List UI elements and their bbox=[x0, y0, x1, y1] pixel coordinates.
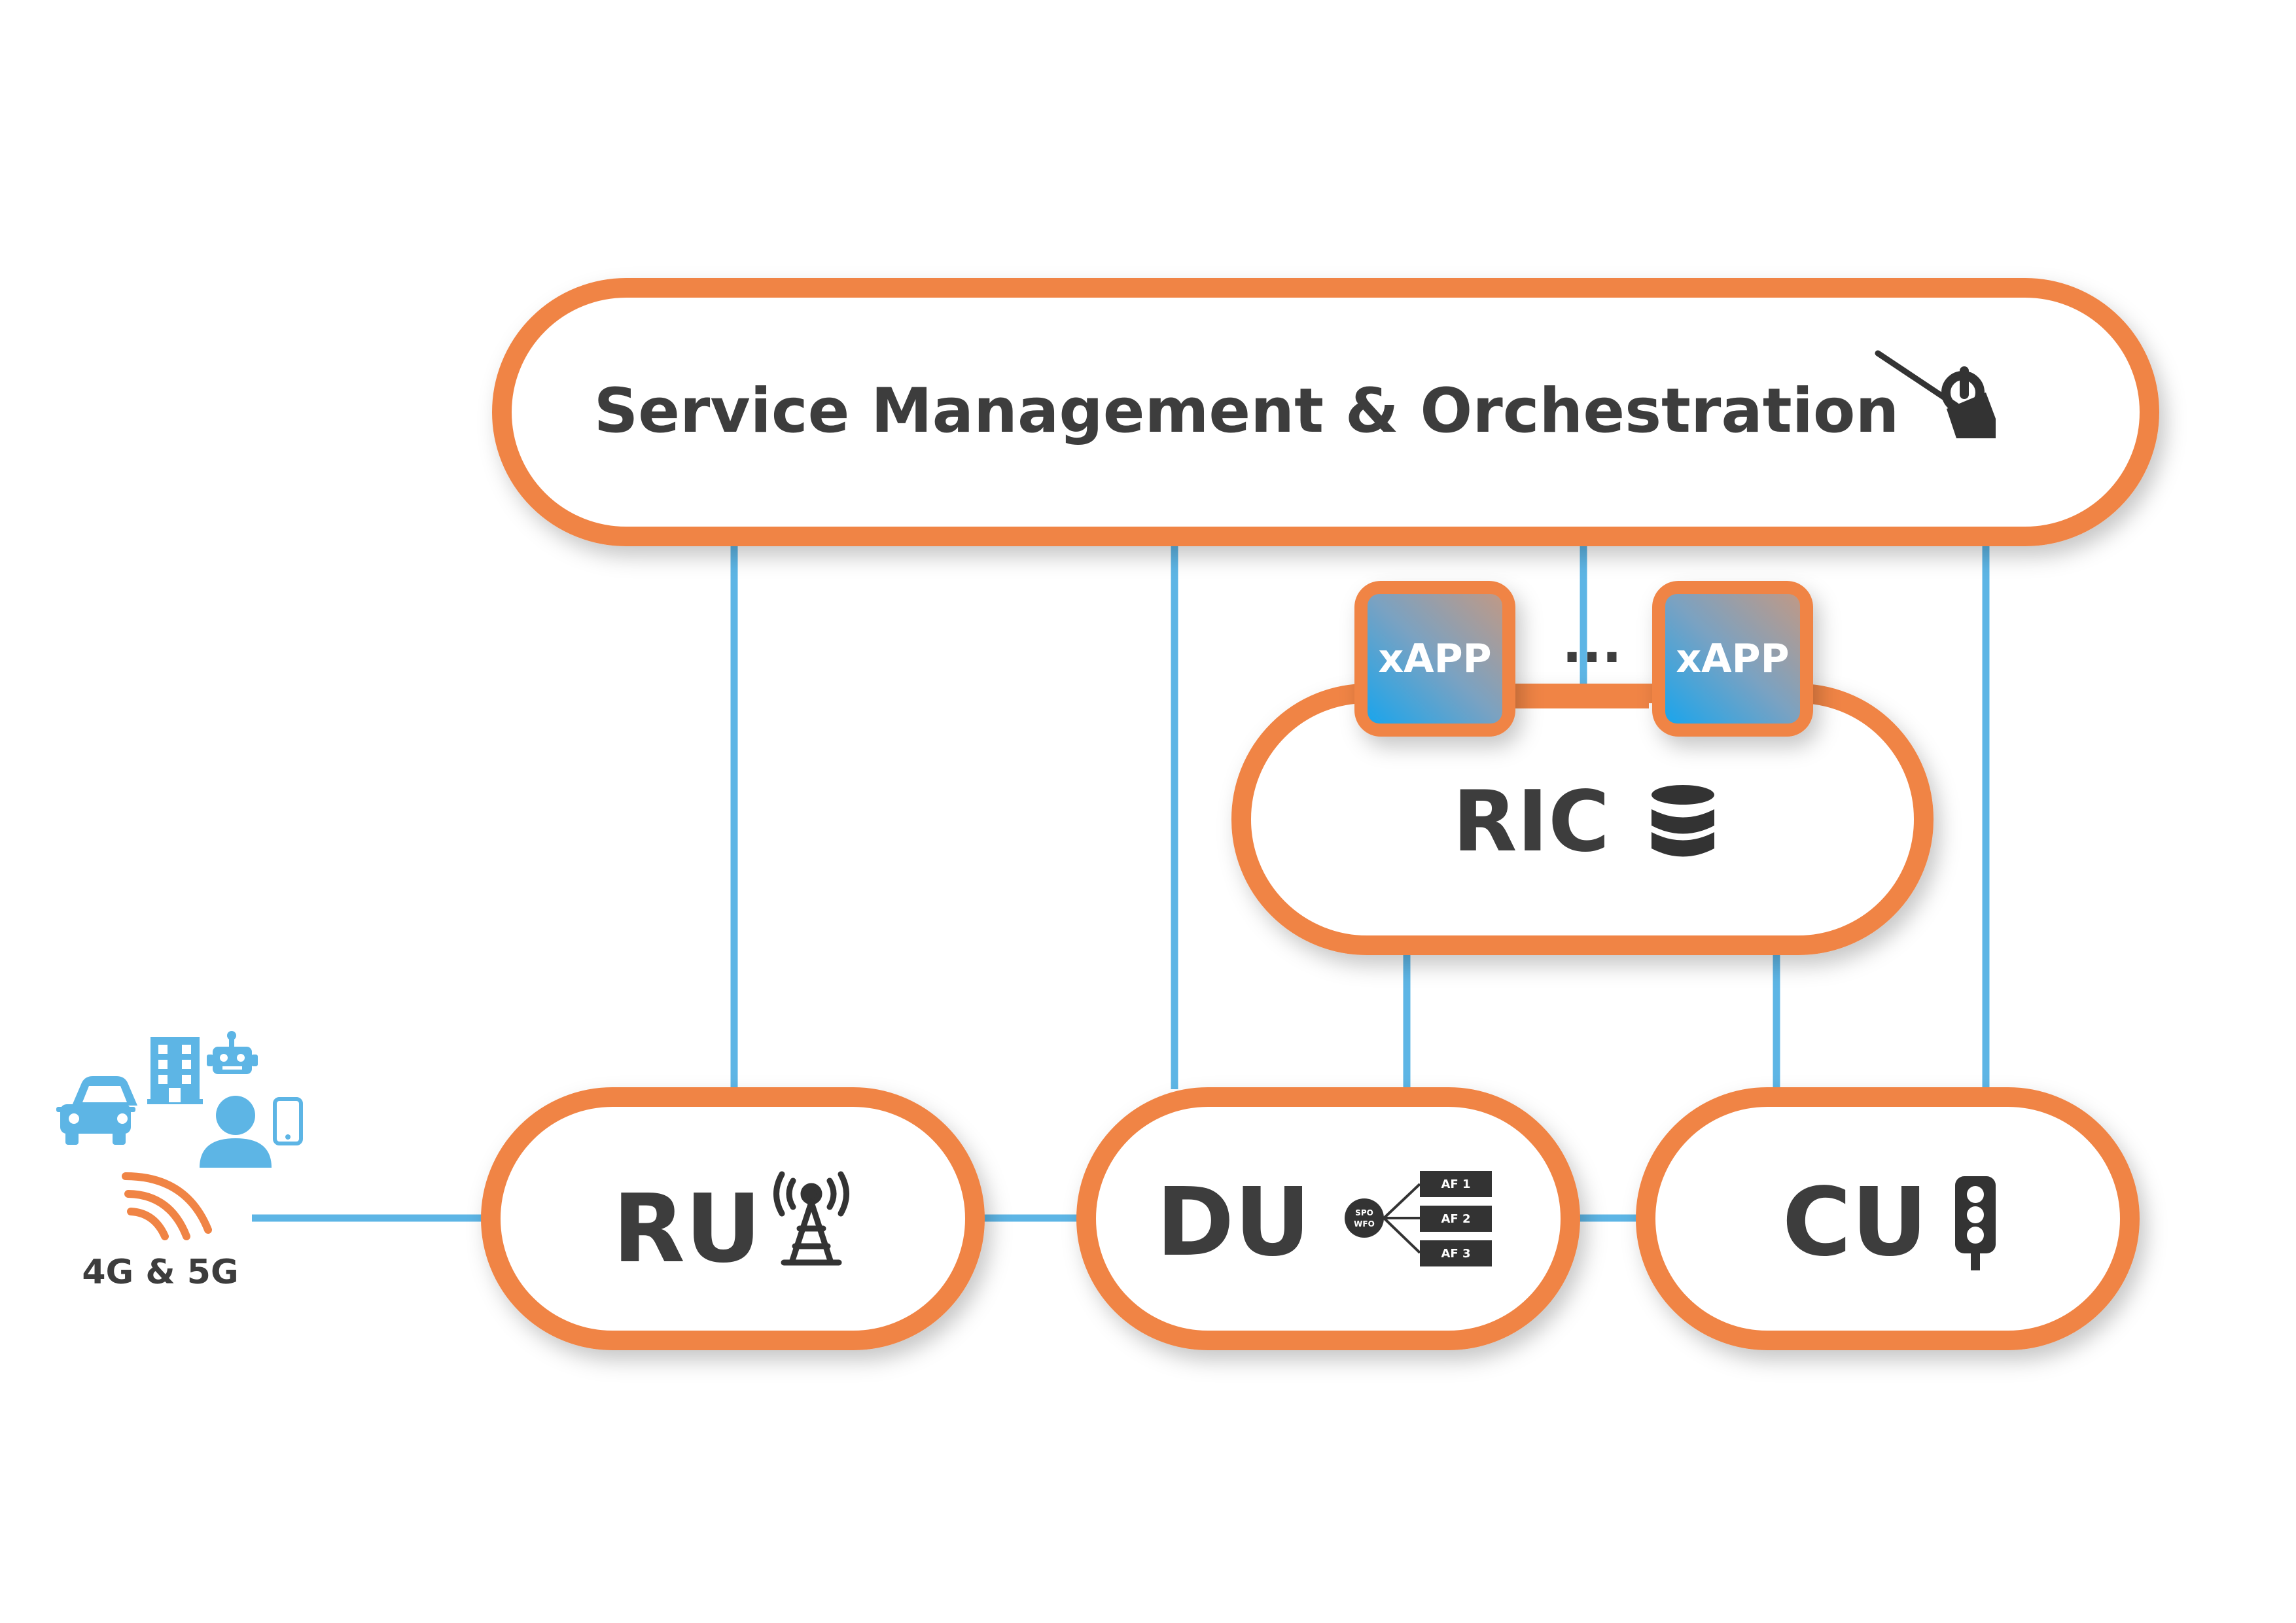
xapp-label-2: xAPP bbox=[1676, 636, 1789, 682]
du-node: DU SPO WFO AF 1 AF 2 AF 3 bbox=[1076, 1087, 1580, 1350]
cu-pill bbox=[1636, 1087, 2140, 1350]
database-icon bbox=[1651, 785, 1714, 857]
scheduler-label-2: WFO bbox=[1354, 1219, 1375, 1229]
conductor-baton-icon bbox=[1875, 350, 1996, 438]
xapp-separator: ... bbox=[1562, 614, 1621, 674]
af-label-1: AF 1 bbox=[1441, 1178, 1470, 1191]
xapp-group: xAPP ... xAPP bbox=[1354, 581, 1813, 737]
ue-cluster: 4G & 5G bbox=[56, 1031, 303, 1292]
ru-pill bbox=[481, 1087, 985, 1350]
ru-label: RU bbox=[612, 1174, 762, 1283]
cu-label: CU bbox=[1782, 1167, 1928, 1277]
xapp-label-1: xAPP bbox=[1378, 636, 1491, 682]
radio-tower-icon bbox=[773, 1171, 849, 1266]
du-pill bbox=[1076, 1087, 1580, 1350]
xapp-box-2[interactable]: xAPP bbox=[1652, 581, 1813, 737]
smo-pill bbox=[492, 278, 2159, 546]
ru-node: RU bbox=[481, 1087, 985, 1350]
xapp-box-1[interactable]: xAPP bbox=[1354, 581, 1515, 737]
person-icon bbox=[200, 1096, 272, 1168]
car-icon bbox=[56, 1076, 137, 1145]
ric-node: RIC bbox=[1231, 684, 1934, 955]
ric-label: RIC bbox=[1453, 773, 1610, 871]
du-label: DU bbox=[1156, 1167, 1311, 1277]
wireless-signal-icon bbox=[122, 1172, 212, 1240]
af-label-3: AF 3 bbox=[1441, 1247, 1470, 1261]
smo-node: Service Management & Orchestration bbox=[492, 278, 2159, 546]
connector-lines bbox=[252, 536, 1990, 1222]
phone-icon bbox=[273, 1097, 303, 1145]
af-label-2: AF 2 bbox=[1441, 1212, 1470, 1226]
scheduler-label-1: SPO bbox=[1355, 1208, 1373, 1217]
robot-icon bbox=[207, 1031, 258, 1074]
building-icon bbox=[147, 1037, 203, 1104]
ue-label: 4G & 5G bbox=[82, 1253, 238, 1292]
scheduler-diagram-icon: SPO WFO AF 1 AF 2 AF 3 bbox=[1345, 1171, 1492, 1266]
traffic-light-icon bbox=[1955, 1176, 1996, 1270]
smo-label: Service Management & Orchestration bbox=[594, 375, 1899, 447]
cu-node: CU bbox=[1636, 1087, 2140, 1350]
